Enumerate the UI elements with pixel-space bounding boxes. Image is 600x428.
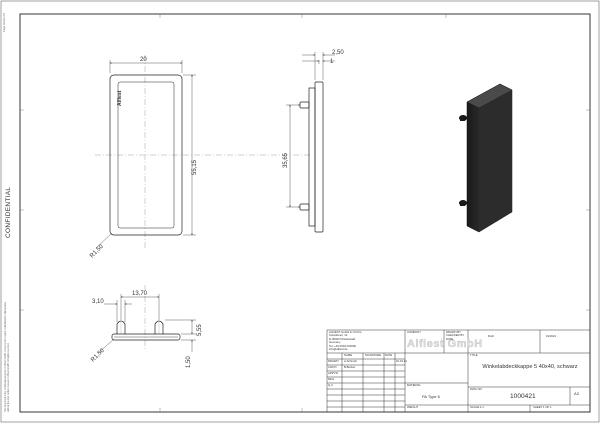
- drawing-title: Winkelabdeckkappe 5 40x40, schwarz: [482, 364, 578, 370]
- top-height-dim: [183, 74, 196, 236]
- title-block: [326, 329, 591, 413]
- bottom-view: [111, 320, 181, 341]
- address-line: Tel. +49 0000 000000: [329, 343, 356, 348]
- side-thickness-label: 2,50: [332, 50, 344, 56]
- confidential-label: CONFIDENTIAL: [5, 186, 12, 238]
- top-view: [109, 74, 183, 236]
- bottom-width-label: 13,70: [132, 291, 148, 297]
- side-thickness-dim: [302, 52, 335, 80]
- approval-fields: DRAWN BY CHECKED BY DATE: [446, 330, 465, 341]
- inner-frame: [19, 13, 591, 413]
- top-width-label: 20: [140, 57, 147, 63]
- scale-label: SCALE:1:1: [470, 405, 484, 409]
- row-label: Q.A: [328, 383, 333, 387]
- company-address: ALFIEST GmbH & CO KG Industriestr. 12 D-…: [329, 330, 362, 352]
- row-label: MFG: [328, 377, 335, 381]
- isometric-view: [459, 83, 513, 233]
- address-line: Industriestr. 12: [329, 333, 348, 338]
- side-pin-spacing-label: 35,65: [283, 152, 289, 168]
- row-label: DRAWN: [328, 359, 339, 363]
- title-label: TITLE: [470, 353, 478, 357]
- dwg-no-label: DWG NO.: [470, 387, 483, 391]
- disclaimer: This document is the confidential proper…: [5, 302, 11, 412]
- approval-field: DATE: [446, 336, 454, 341]
- date-column: DATE: [385, 353, 393, 357]
- weight-label: WEIGHT: [407, 405, 419, 409]
- bottom-offset-label: 3,10: [92, 299, 104, 305]
- side-lip-label: 1: [330, 59, 334, 65]
- part-mark: Alfiest: [117, 90, 123, 106]
- row-name: B.Becker: [344, 365, 356, 369]
- sheet-size: A3: [574, 391, 579, 396]
- drawn-name: Roth: [488, 334, 494, 338]
- disclaimer-line: without the prior written consent of Alf…: [8, 342, 10, 412]
- approval-field: CHECKED BY: [446, 333, 465, 338]
- row-date: 01.01.21: [396, 359, 407, 363]
- top-radius-label: R1,50: [89, 243, 105, 259]
- signature-column: SIGNATURE: [365, 353, 382, 357]
- address-line: D-00000 Musterstadt: [329, 336, 356, 341]
- material-value: PA Type 6: [422, 394, 440, 399]
- center-lines: [95, 55, 310, 350]
- frame-ticks: [20, 14, 590, 412]
- top-width-dim: [109, 60, 183, 73]
- dwg-no: 1000421: [510, 393, 536, 400]
- address-line: info@alfiest.de: [329, 347, 348, 352]
- material-label: MATERIAL: [407, 383, 421, 387]
- bottom-pin-height-label: 5,55: [197, 324, 203, 336]
- bottom-radius-label: R1,50: [90, 347, 106, 363]
- page-version: Page Version 01: [3, 12, 6, 32]
- sheet-count: SHEET 1 OF 1: [533, 405, 552, 409]
- row-label: APPV'D: [328, 371, 339, 375]
- drawn-date: 01/2021: [546, 334, 557, 338]
- row-label: CHK'D: [328, 365, 337, 369]
- approval-field: DRAWN BY: [446, 330, 461, 334]
- name-column: NAME: [344, 353, 353, 357]
- row-name: A.Schmidt: [344, 359, 357, 363]
- side-pin-spacing-dim: [286, 104, 299, 208]
- address-line: Germany: [329, 340, 341, 345]
- bottom-base-label: 1,50: [186, 356, 192, 368]
- company-label: COMPANY: [407, 330, 421, 334]
- bottom-dims: [97, 294, 196, 354]
- top-radius-leader: [95, 232, 113, 249]
- top-height-label: 55,15: [192, 159, 198, 175]
- address-line: ALFIEST GmbH & CO KG: [329, 330, 362, 334]
- company-logo: Alfiest GmbH: [407, 338, 483, 350]
- side-view: [298, 81, 324, 233]
